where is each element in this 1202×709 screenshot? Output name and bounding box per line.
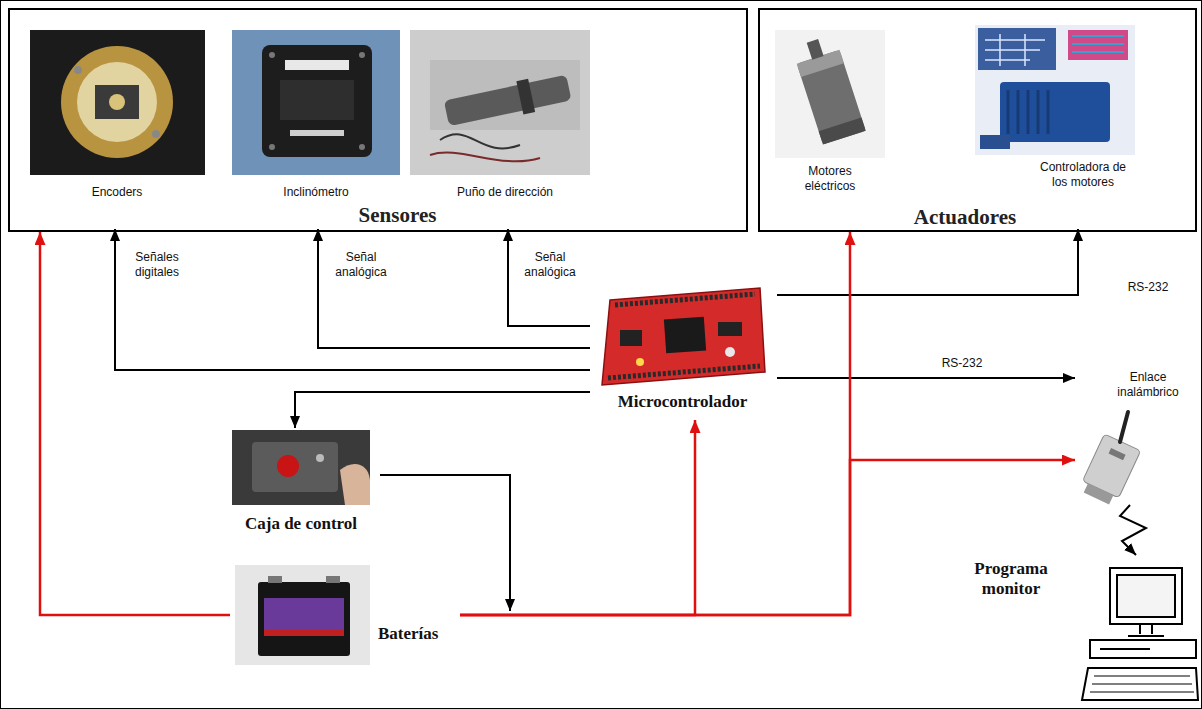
power-line [460, 460, 1075, 615]
inclinometer-photo [232, 30, 400, 175]
edge-label: RS-232 [1118, 280, 1178, 295]
edge-label: Señal analógica [326, 250, 396, 280]
node-caption: Encoders [22, 185, 212, 200]
sensor-item: Inclinómetro [228, 28, 406, 229]
signal-line [777, 229, 1078, 295]
wireless-link: Enlace inalámbrico [1075, 370, 1197, 505]
power-line [460, 420, 695, 615]
computer-drawing [1082, 568, 1198, 700]
sensor-item: Encoders [22, 28, 214, 229]
signal-line [777, 377, 1075, 379]
wireless-device [1078, 412, 1140, 507]
controller-photo [975, 25, 1135, 155]
power-line [40, 232, 230, 615]
node-caption: Enlace inalámbrico [1103, 370, 1193, 400]
grip-photo [410, 30, 590, 175]
node-title: Caja de control [222, 514, 380, 534]
actuator-item: Controladora de los motores [960, 25, 1140, 229]
signal-line [1120, 505, 1146, 555]
signal-line [508, 229, 590, 326]
node-caption: Inclinómetro [228, 185, 404, 200]
edge-label: Señal analógica [515, 250, 585, 280]
signal-line [115, 229, 590, 370]
group-title: Sensores [310, 203, 485, 227]
battery: Baterías [230, 562, 460, 668]
sensor-item: Puño de dirección [410, 28, 602, 229]
control-box: Caja de control [222, 428, 382, 538]
power-line [460, 232, 850, 615]
encoder-photo [30, 30, 205, 175]
monitor-program: Programa monitor [955, 555, 1198, 705]
microcontroller: Microcontrolador [590, 282, 777, 420]
battery-photo [235, 565, 370, 665]
node-caption: Controladora de los motores [1033, 160, 1133, 190]
group-title: Actuadores [885, 205, 1045, 229]
motor-photo [775, 30, 885, 158]
node-caption: Puño de dirección [410, 185, 600, 200]
actuator-group: Actuadores Motores eléctricos Controladora… [758, 8, 1197, 232]
node-title: Microcontrolador [590, 392, 775, 412]
control-line [380, 475, 510, 611]
edge-label: Señales digitales [122, 250, 192, 280]
actuator-item: Motores eléctricos [770, 28, 890, 205]
signal-line [318, 229, 590, 348]
edge-label: RS-232 [932, 356, 992, 371]
sensor-group: Sensores Encoders Inclinómetro Puño de dire… [8, 8, 748, 232]
node-title: Baterías [378, 624, 458, 644]
microcontroller-board [602, 288, 765, 385]
control-box-photo [232, 430, 370, 505]
node-title: Programa monitor [957, 559, 1065, 599]
node-caption: Motores eléctricos [790, 164, 870, 194]
signal-line [295, 392, 590, 428]
